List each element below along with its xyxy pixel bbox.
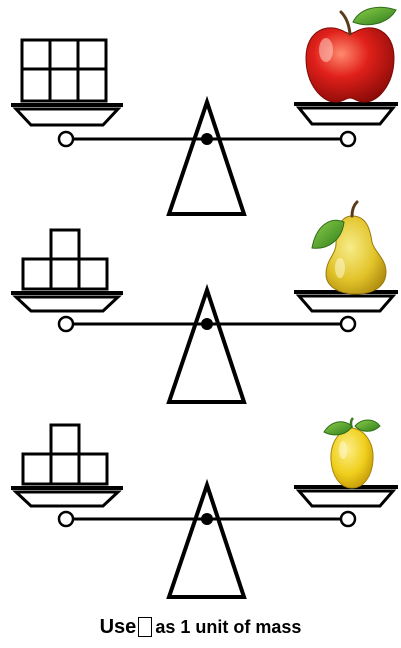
caption-prefix: Use xyxy=(100,616,137,638)
right-pan xyxy=(294,104,398,124)
beam-end-right xyxy=(341,317,355,331)
fulcrum xyxy=(169,290,244,402)
beam-end-right xyxy=(341,512,355,526)
pear-icon xyxy=(312,202,386,294)
pivot xyxy=(201,513,213,525)
pivot xyxy=(201,133,213,145)
left-pan xyxy=(11,488,123,506)
instruction-caption: Use as 1 unit of mass xyxy=(0,614,401,640)
block-stack-icon xyxy=(22,40,106,101)
balance-scale-1 xyxy=(11,7,398,214)
lemon-icon xyxy=(324,418,380,488)
block-stack-icon xyxy=(23,230,107,289)
beam-end-right xyxy=(341,132,355,146)
block-stack-icon xyxy=(23,425,107,484)
caption-suffix: as 1 unit of mass xyxy=(155,617,301,637)
beam-end-left xyxy=(59,512,73,526)
right-pan xyxy=(294,487,398,506)
pivot xyxy=(201,318,213,330)
balance-scale-3 xyxy=(11,418,398,597)
beam-end-left xyxy=(59,317,73,331)
left-pan xyxy=(11,105,123,125)
apple-icon xyxy=(306,7,396,102)
fulcrum xyxy=(169,485,244,597)
beam-end-left xyxy=(59,132,73,146)
fulcrum xyxy=(169,102,244,214)
left-pan xyxy=(11,293,123,311)
balance-scale-2 xyxy=(11,202,398,402)
square-unit-icon xyxy=(138,617,152,637)
right-pan xyxy=(294,292,398,311)
